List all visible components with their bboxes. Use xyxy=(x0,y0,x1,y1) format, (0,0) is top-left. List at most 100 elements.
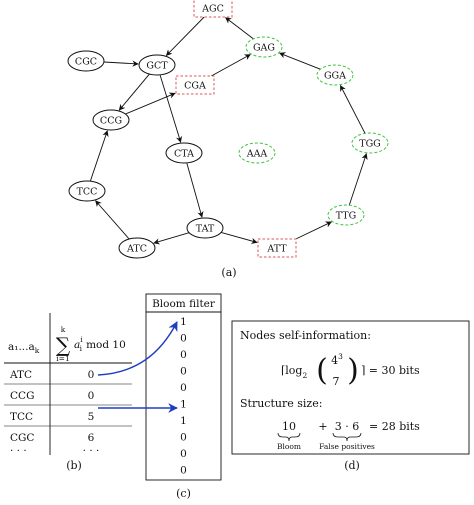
row-value: 0 xyxy=(88,390,95,402)
bloom-bit: 1 xyxy=(180,415,187,427)
row-kmer: CCG xyxy=(10,390,34,402)
node-label: TCC xyxy=(77,187,98,198)
edge-agc-gct xyxy=(165,16,205,56)
node-tcc: TCC xyxy=(68,180,106,202)
sum-symbol: ∑ xyxy=(56,333,71,357)
bloom-bit: 0 xyxy=(180,333,187,345)
row-kmer: CGC xyxy=(10,432,34,444)
node-atc: ATC xyxy=(118,237,156,259)
node-att: ATT xyxy=(257,238,297,258)
node-shape xyxy=(67,50,105,72)
row-value: 6 xyxy=(88,432,95,444)
bloom-bits-box xyxy=(145,311,222,481)
row-kmer: · · · xyxy=(10,445,27,457)
node-label: ATC xyxy=(126,244,147,255)
bloom-title: Bloom filter xyxy=(152,298,216,310)
node-label: AAA xyxy=(246,149,268,160)
edge-gag-agc xyxy=(225,17,254,40)
node-shape xyxy=(316,64,354,86)
bloom-bit: 0 xyxy=(180,382,187,394)
graph-edges xyxy=(89,16,368,245)
panel-d: Nodes self-information: ⌈log2 ( 43 7 ) ⌉… xyxy=(231,320,470,472)
node-shape xyxy=(138,54,176,76)
row-kmer: TCC xyxy=(10,411,33,423)
node-cta: CTA xyxy=(165,142,203,164)
underbrace-bloom xyxy=(277,432,301,442)
edge-cga-gag xyxy=(211,54,251,77)
caption-d: (d) xyxy=(344,459,360,472)
edge-atc-tcc xyxy=(95,200,130,240)
row-kmer: ATC xyxy=(9,369,32,381)
binom-top: 43 xyxy=(331,352,343,367)
bloom-bit: 0 xyxy=(180,448,187,460)
structure-heading: Structure size: xyxy=(240,397,322,410)
label-bloom: Bloom xyxy=(277,442,301,451)
bloom-bit: 0 xyxy=(180,465,187,477)
col1-header: a₁...ak xyxy=(8,341,40,355)
node-label: AGC xyxy=(201,4,224,15)
node-cgc: CGC xyxy=(67,50,105,72)
node-label: ATT xyxy=(266,244,287,255)
node-shape xyxy=(165,142,203,164)
node-shape xyxy=(238,142,276,164)
edge-tat-att xyxy=(220,232,258,244)
edge-att-ttg xyxy=(295,221,333,240)
edge-gct-ccg xyxy=(118,73,150,111)
node-label: TAT xyxy=(196,224,215,235)
node-shape xyxy=(186,217,224,239)
node-gga: GGA xyxy=(316,64,354,86)
node-label: CCG xyxy=(100,116,122,127)
row-value: 5 xyxy=(88,411,95,423)
node-label: GGA xyxy=(324,71,346,82)
node-shape xyxy=(92,109,130,131)
edge-ccg-cga xyxy=(125,92,176,115)
node-label: TTG xyxy=(336,211,356,222)
node-gct: GCT xyxy=(138,54,176,76)
caption-c: (c) xyxy=(176,487,191,500)
formula-result: ⌉ = 30 bits xyxy=(361,364,420,377)
node-ttg: TTG xyxy=(327,204,365,226)
node-cga: CGA xyxy=(175,75,215,95)
bloom-bit: 0 xyxy=(180,366,187,378)
caption-b: (b) xyxy=(66,459,82,472)
bloom-bit: 1 xyxy=(180,399,187,411)
node-shape xyxy=(351,132,389,154)
node-shape xyxy=(257,238,297,258)
underbrace-fp xyxy=(332,432,362,442)
node-label: CTA xyxy=(174,149,194,160)
total-size: = 28 bits xyxy=(369,420,420,433)
binom-left-paren: ( xyxy=(316,353,328,388)
node-shape xyxy=(68,180,106,202)
node-shape xyxy=(327,204,365,226)
node-shape xyxy=(118,237,156,259)
label-false-positives: False positives xyxy=(319,442,375,451)
node-label: CGA xyxy=(184,81,206,92)
edge-gct-cta xyxy=(159,74,183,143)
node-shape xyxy=(193,0,233,18)
edge-tgg-gga xyxy=(340,84,366,134)
edge-cgc-gct xyxy=(103,60,139,67)
bloom-bit: 1 xyxy=(180,316,187,328)
edge-tcc-ccg xyxy=(89,130,109,182)
info-box xyxy=(231,320,470,455)
node-label: CGC xyxy=(75,57,97,68)
caption-a: (a) xyxy=(221,266,236,279)
hash-arrow-atc xyxy=(97,321,178,376)
edge-cta-tat xyxy=(186,162,204,218)
node-tat: TAT xyxy=(186,217,224,239)
node-tgg: TGG xyxy=(351,132,389,154)
edge-ttg-tgg xyxy=(348,153,368,206)
plus-sign: + xyxy=(318,420,327,433)
node-label: GCT xyxy=(146,61,168,72)
edge-gga-gag xyxy=(279,52,321,70)
row-value: 0 xyxy=(88,369,95,381)
binom-right-paren: ) xyxy=(347,353,359,388)
formula-log: ⌈log2 xyxy=(281,364,307,380)
row-value: · · · xyxy=(83,445,100,457)
sum-upper-limit: k xyxy=(61,325,66,334)
